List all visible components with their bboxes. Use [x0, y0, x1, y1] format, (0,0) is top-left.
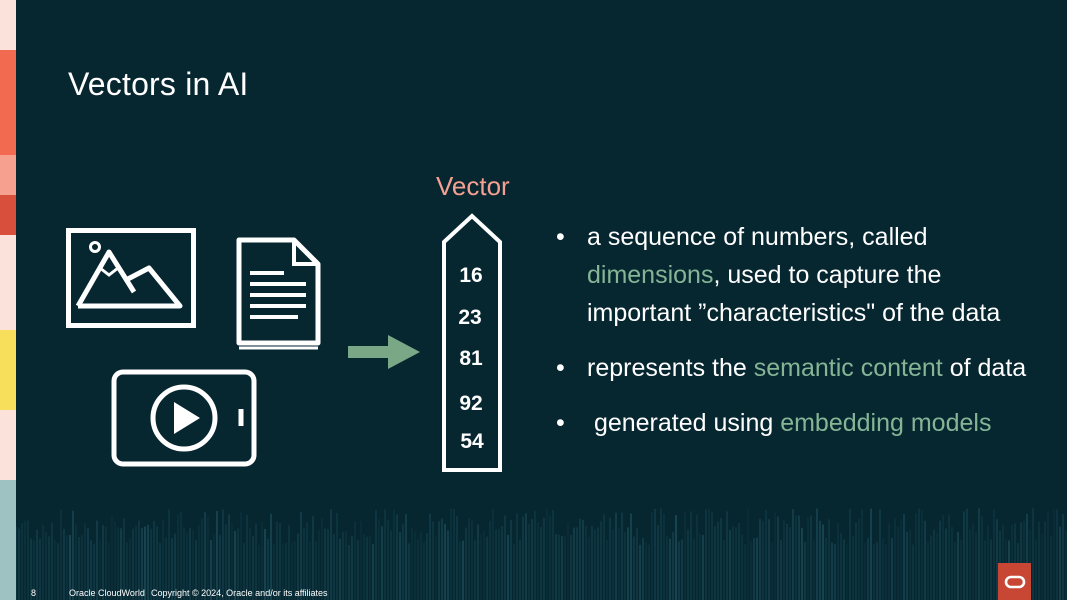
page-number: 8 — [31, 588, 37, 598]
bullet-marker: • — [556, 409, 565, 437]
bullet-highlight: dimensions — [587, 261, 714, 289]
bullet-highlight: semantic content — [753, 354, 943, 382]
vector-value: 16 — [459, 264, 483, 287]
bullet-text: , used to capture the important ”charact… — [587, 261, 1001, 327]
background-texture — [16, 508, 1067, 600]
bullet-text: generated using — [587, 409, 781, 437]
vector-label: Vector — [436, 171, 510, 201]
vector-value: 81 — [459, 347, 483, 370]
right-arrow-icon — [348, 335, 420, 369]
bullet-list: • a sequence of numbers, called dimensio… — [556, 218, 1046, 459]
bullet-text: represents the — [587, 354, 754, 382]
vector-value: 54 — [460, 430, 484, 453]
decorative-strip — [0, 0, 16, 600]
bullet-marker: • — [556, 223, 565, 251]
oracle-logo-icon — [1004, 575, 1025, 588]
bullet-text: of data — [942, 354, 1027, 382]
document-icon — [236, 237, 321, 350]
vector-value: 92 — [459, 392, 483, 415]
bullet-item: • generated using embedding models — [556, 404, 1046, 442]
bullet-item: • represents the semantic content of dat… — [556, 349, 1046, 387]
oracle-logo — [998, 563, 1031, 600]
bullet-highlight: embedding models — [780, 409, 992, 437]
video-play-icon — [111, 369, 257, 467]
image-icon — [66, 228, 196, 328]
vector-shape — [442, 213, 502, 472]
bullet-text: a sequence of numbers, called — [587, 223, 928, 251]
slide-title: Vectors in AI — [68, 66, 249, 102]
bullet-item: • a sequence of numbers, called dimensio… — [556, 218, 1046, 332]
bullet-marker: • — [556, 354, 565, 382]
vector-value: 23 — [458, 306, 482, 329]
footer-event: Oracle CloudWorld — [69, 588, 145, 598]
footer-copyright: Copyright © 2024, Oracle and/or its affi… — [151, 588, 328, 598]
